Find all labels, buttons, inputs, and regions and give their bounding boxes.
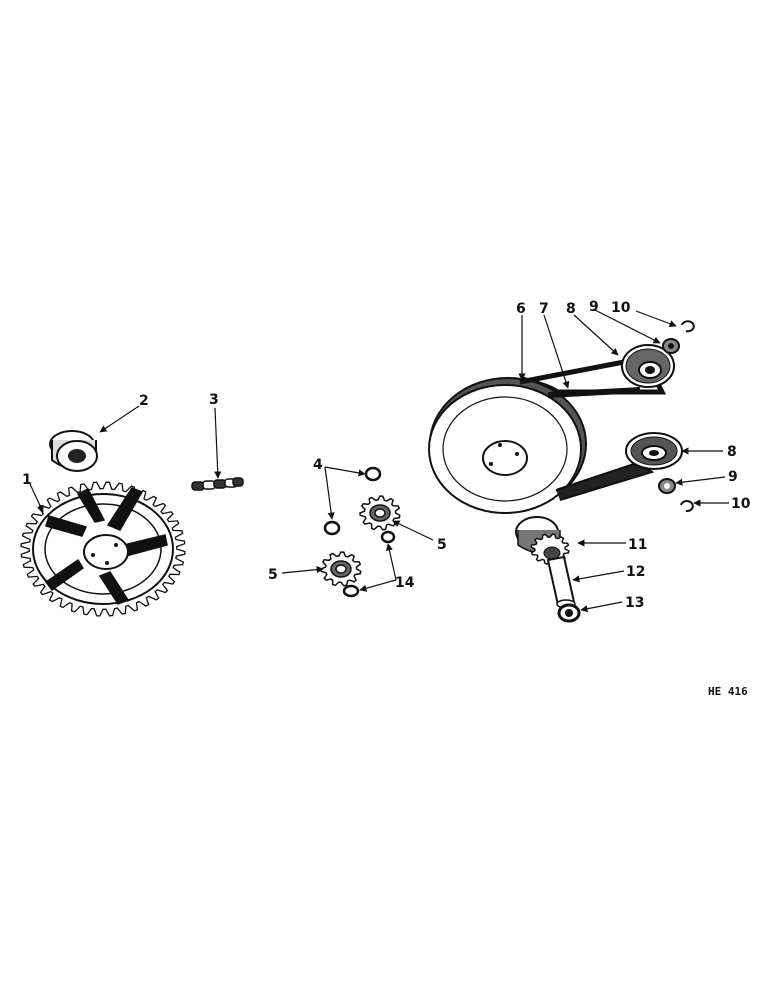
callout-9: 9 — [589, 299, 599, 315]
chain-link — [191, 477, 244, 491]
callout-12: 12 — [626, 564, 645, 580]
callout-5: 5 — [437, 537, 447, 553]
figure-reference: HE 416 — [708, 685, 748, 698]
idler-pulley — [621, 344, 675, 388]
callout-14: 14 — [395, 575, 415, 591]
drive-sprocket — [515, 516, 570, 565]
washer — [342, 530, 396, 598]
idler-sprocket — [320, 551, 362, 587]
v-belt — [519, 355, 667, 501]
callout-labels: 1 2 3 4 5 5 14 6 7 8 9 10 8 9 10 11 12 1… — [22, 299, 751, 611]
shaft — [546, 555, 576, 609]
callout-13: 13 — [625, 595, 644, 611]
idler-pulley — [625, 432, 683, 470]
callout-7: 7 — [539, 301, 549, 317]
callout-8: 8 — [566, 301, 576, 317]
callout-3: 3 — [209, 392, 219, 408]
callout-4: 4 — [313, 457, 323, 473]
snap-ring — [680, 320, 695, 513]
callout-10: 10 — [611, 300, 631, 316]
collar — [557, 603, 581, 623]
hub — [49, 430, 98, 472]
bearing — [658, 338, 680, 494]
large-pulley — [428, 377, 587, 514]
callout-2: 2 — [139, 393, 149, 409]
idler-sprocket — [359, 495, 401, 531]
callout-5: 5 — [268, 567, 278, 583]
callout-9: 9 — [728, 469, 738, 485]
callout-10: 10 — [731, 496, 751, 512]
washer — [323, 466, 382, 536]
large-sprocket — [20, 481, 186, 617]
callout-6: 6 — [516, 301, 526, 317]
callout-11: 11 — [628, 537, 647, 553]
callout-8: 8 — [727, 444, 737, 460]
leader-lines — [29, 309, 729, 613]
callout-1: 1 — [22, 472, 32, 488]
